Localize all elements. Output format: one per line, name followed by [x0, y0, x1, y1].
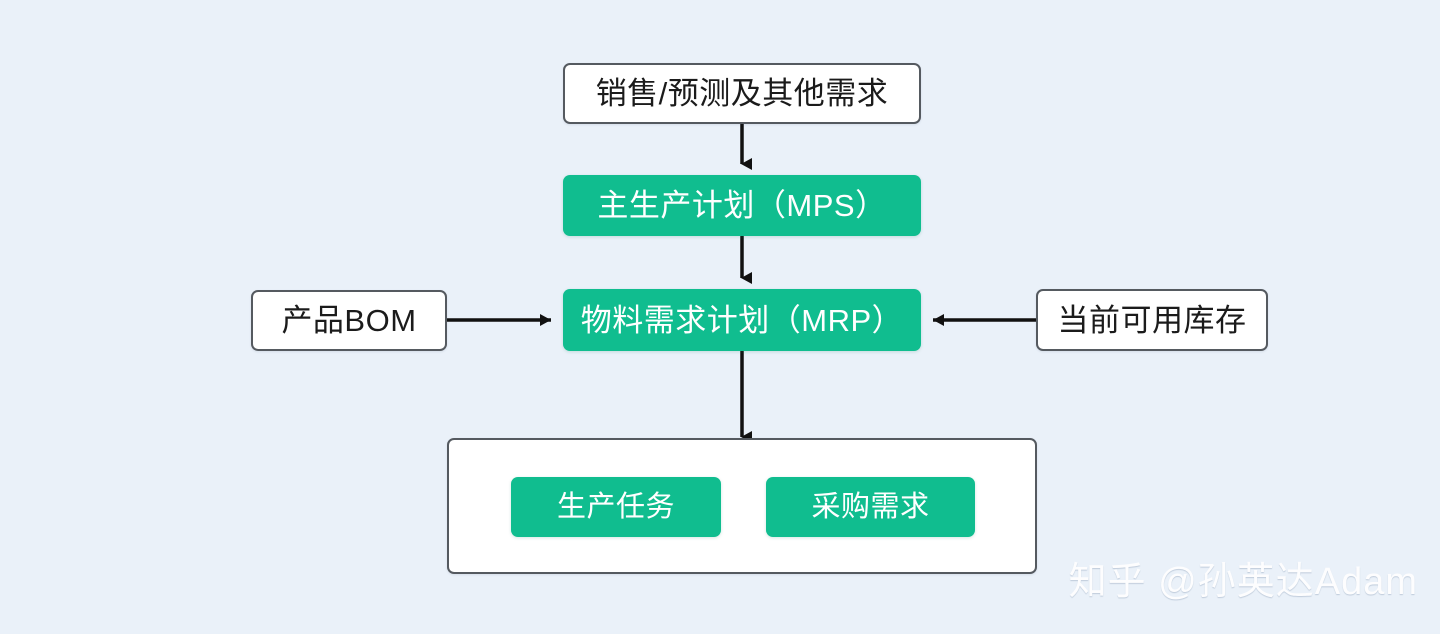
node-product-bom-label: 产品BOM [281, 303, 417, 338]
node-product-bom[interactable]: 产品BOM [251, 290, 447, 351]
node-production-task-label: 生产任务 [556, 490, 675, 523]
watermark: 知乎 @孙英达Adam [1068, 561, 1418, 603]
node-production-task[interactable]: 生产任务 [511, 477, 721, 537]
node-sales-forecast-demand-label: 销售/预测及其他需求 [595, 76, 889, 111]
node-master-production-schedule-label: 主生产计划（MPS） [597, 188, 887, 223]
node-purchase-requirement-label: 采购需求 [811, 490, 930, 523]
node-sales-forecast-demand[interactable]: 销售/预测及其他需求 [563, 63, 921, 124]
node-material-requirements-planning-label: 物料需求计划（MRP） [580, 302, 904, 338]
node-available-inventory[interactable]: 当前可用库存 [1036, 289, 1268, 351]
node-material-requirements-planning[interactable]: 物料需求计划（MRP） [563, 289, 921, 351]
node-purchase-requirement[interactable]: 采购需求 [766, 477, 975, 537]
node-master-production-schedule[interactable]: 主生产计划（MPS） [563, 175, 921, 236]
node-available-inventory-label: 当前可用库存 [1057, 302, 1247, 338]
